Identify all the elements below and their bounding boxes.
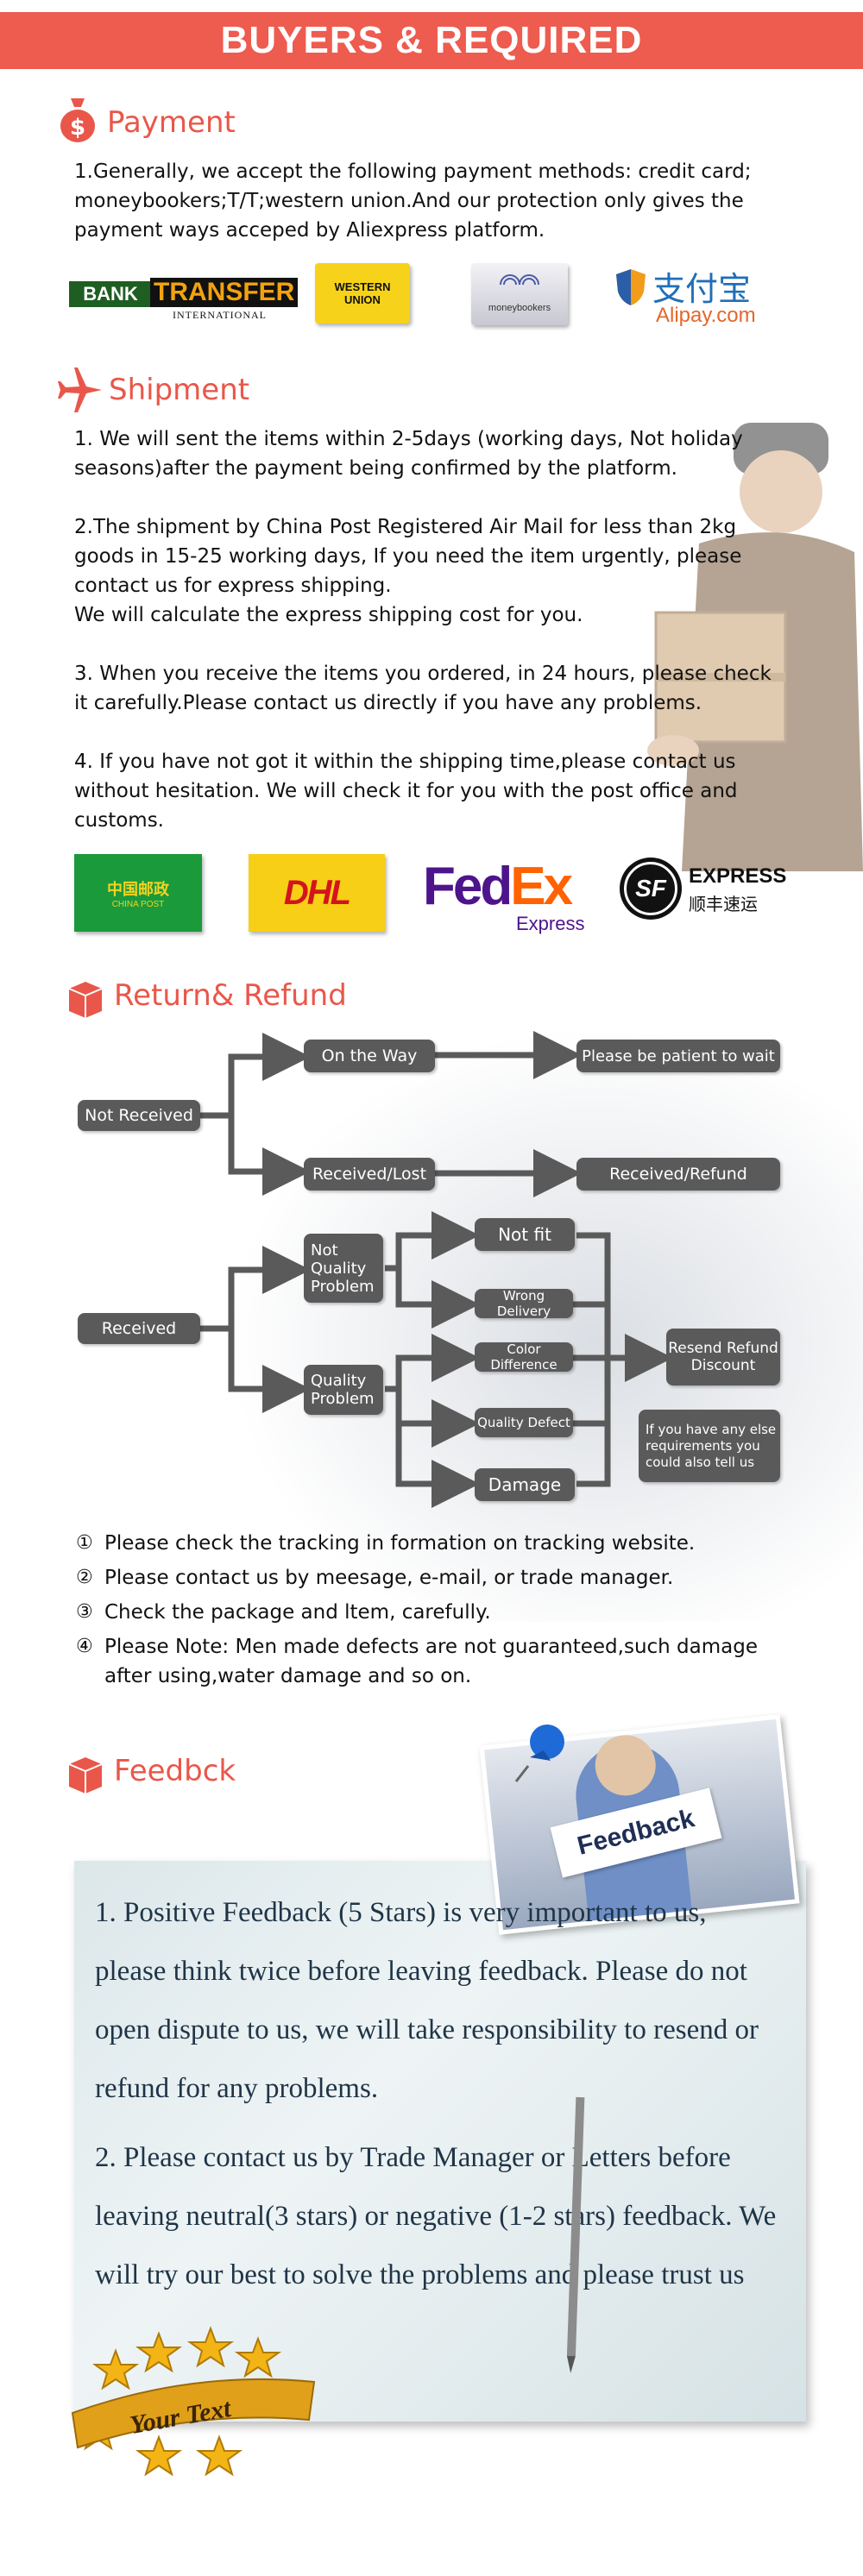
node-color-difference: Color Difference xyxy=(475,1341,573,1373)
shipment-p2b: We will calculate the express shipping c… xyxy=(74,604,583,626)
pencil-image xyxy=(566,2096,585,2373)
delivery-man-image xyxy=(647,423,863,871)
shipment-section: Shipment 1. We will sent the items withi… xyxy=(0,354,863,949)
node-not-quality: Not Quality Problem xyxy=(304,1234,383,1303)
feedback-section: Feedbck Feedback 1. Positive Feedback (5… xyxy=(0,1712,863,2575)
node-else-requirements: If you have any else requirements you co… xyxy=(639,1410,780,1482)
node-on-the-way: On the Way xyxy=(304,1040,435,1072)
svg-text:$: $ xyxy=(70,115,85,141)
node-damage: Damage xyxy=(475,1468,575,1501)
airplane-icon xyxy=(58,368,102,412)
feedback-text: 1. Positive Feedback (5 Stars) is very i… xyxy=(95,1883,777,2304)
feedback-title: Feedbck xyxy=(114,1754,236,1788)
money-bag-icon: $ xyxy=(60,98,95,142)
feedback-p2: 2. Please contact us by Trade Manager or… xyxy=(95,2142,777,2290)
node-not-received: Not Received xyxy=(78,1100,200,1131)
node-received: Received xyxy=(78,1313,200,1344)
node-received-lost: Received/Lost xyxy=(304,1158,435,1191)
shipment-p4: 4. If you have not got it within the shi… xyxy=(74,751,738,832)
refund-title: Return& Refund xyxy=(114,978,347,1013)
node-quality: Quality Problem xyxy=(304,1365,383,1415)
alipay-logo: 支付宝 Alipay.com xyxy=(614,259,787,328)
moneybookers-waves-icon xyxy=(500,274,539,286)
shipment-p2: 2.The shipment by China Post Registered … xyxy=(74,516,742,597)
node-not-fit: Not fit xyxy=(475,1218,575,1251)
pushpin-icon xyxy=(514,1725,564,1782)
china-post-logo: 中国邮政 CHINA POST xyxy=(74,854,202,932)
payment-title: Payment xyxy=(107,105,236,140)
payment-text: 1.Generally, we accept the following pay… xyxy=(74,160,752,242)
feedback-card xyxy=(74,1861,806,2422)
shipment-title: Shipment xyxy=(109,373,250,407)
node-wrong-delivery: Wrong Delivery xyxy=(475,1288,573,1319)
shipment-p1: 1. We will sent the items within 2-5days… xyxy=(74,428,743,480)
header-banner: BUYERS & REQUIRED xyxy=(0,12,863,69)
node-received-refund: Received/Refund xyxy=(576,1158,780,1191)
box-icon xyxy=(68,982,103,1018)
gold-star-badge xyxy=(71,2326,316,2477)
fedex-logo: FedEx Express xyxy=(423,857,585,934)
banner-title: BUYERS & REQUIRED xyxy=(220,19,643,61)
refund-section: Return& Refund xyxy=(0,966,863,1700)
shipment-text: 1. We will sent the items within 2-5days… xyxy=(74,424,791,835)
node-quality-defect: Quality Defect xyxy=(475,1408,573,1437)
node-resend-refund: Resend Refund Discount xyxy=(666,1329,780,1385)
payment-section: $ Payment 1.Generally, we accept the fol… xyxy=(0,86,863,345)
box-icon xyxy=(68,1757,103,1794)
alipay-shield-icon xyxy=(616,269,646,305)
western-union-logo: WESTERN UNION xyxy=(315,263,410,324)
sf-express-logo: SF EXPRESS 顺丰速运 xyxy=(620,856,792,930)
feedback-p1: 1. Positive Feedback (5 Stars) is very i… xyxy=(95,1897,759,2104)
bank-transfer-logo: BANK TRANSFER INTERNATIONAL xyxy=(69,274,299,323)
moneybookers-logo: moneybookers xyxy=(471,263,568,325)
shipment-p3: 3. When you receive the items you ordere… xyxy=(74,663,772,714)
flowchart-connectors xyxy=(200,1031,673,1508)
dhl-logo: DHL xyxy=(249,854,385,932)
node-be-patient: Please be patient to wait xyxy=(576,1040,780,1072)
